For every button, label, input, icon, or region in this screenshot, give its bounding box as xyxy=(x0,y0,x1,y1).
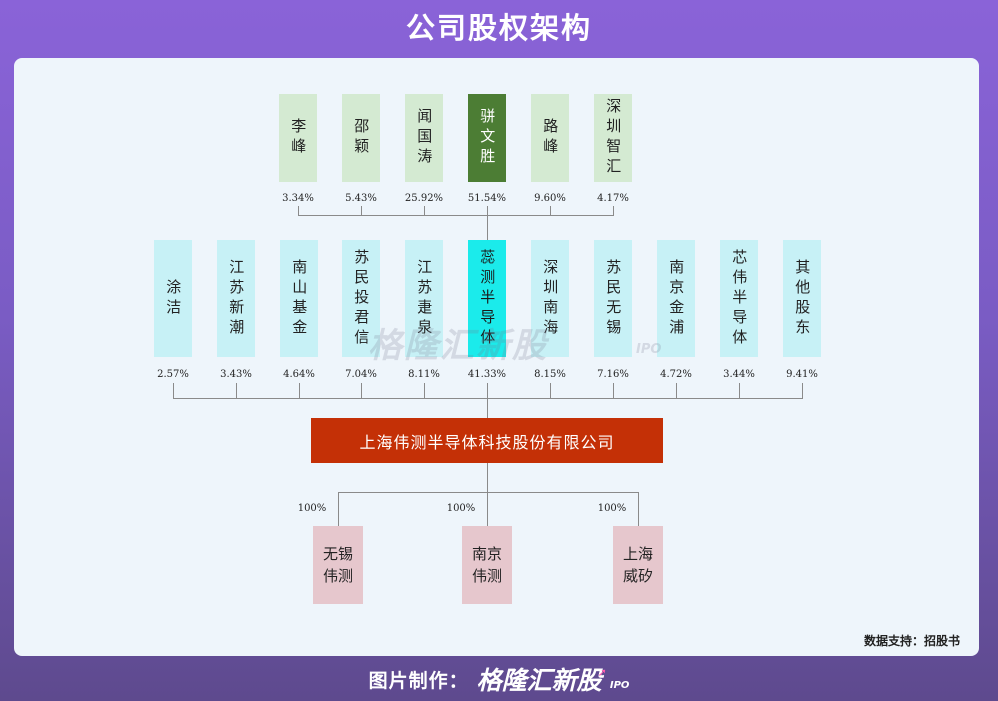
subsidiary-name-line: 伟测 xyxy=(471,567,502,585)
connector-line xyxy=(338,492,639,493)
mid-holding-pct: 41.33% xyxy=(467,369,507,380)
top-shareholder-box: 深圳智汇 xyxy=(594,94,632,182)
subsidiary-holding-pct: 100% xyxy=(597,503,627,514)
subsidiary-box: 南京伟测 xyxy=(462,526,512,604)
mid-shareholder-box: 南山基金 xyxy=(280,240,318,357)
page-title: 公司股权架构 xyxy=(405,11,592,45)
mid-holding-pct: 7.16% xyxy=(597,369,629,380)
footer-brand-logo: 格隆汇新股 xyxy=(476,666,602,695)
connector-line xyxy=(487,463,488,492)
mid-shareholder-box: 苏民无锡 xyxy=(594,240,632,357)
subsidiary-name-line: 威矽 xyxy=(622,567,653,585)
connector-line xyxy=(487,215,488,241)
mid-holding-pct: 2.57% xyxy=(157,369,189,380)
top-holding-pct: 3.34% xyxy=(282,193,314,204)
mid-shareholder-box: 苏民投君信 xyxy=(342,240,380,357)
mid-shareholder-box: 江苏疌泉 xyxy=(405,240,443,357)
connector-line xyxy=(487,206,488,215)
top-holding-pct: 5.43% xyxy=(345,193,377,204)
connector-line xyxy=(298,215,614,216)
top-holding-pct: 4.17% xyxy=(597,193,629,204)
subsidiary-name-line: 无锡 xyxy=(322,545,353,563)
subsidiary-holding-pct: 100% xyxy=(297,503,327,514)
controlling-holder-box: 骈文胜 xyxy=(468,94,506,182)
connector-line xyxy=(487,492,488,526)
connector-line xyxy=(550,383,551,398)
connector-line xyxy=(299,383,300,398)
subsidiary-name-line: 上海 xyxy=(622,545,653,563)
mid-holding-pct: 4.64% xyxy=(283,369,315,380)
largest-holder-box: 蕊测半导体 xyxy=(468,240,506,357)
connector-line xyxy=(173,383,174,398)
mid-holding-pct: 3.43% xyxy=(220,369,252,380)
top-shareholder-box: 路峰 xyxy=(531,94,569,182)
mid-shareholder-box: 芯伟半导体 xyxy=(720,240,758,357)
footer: 图片制作： 格隆汇新股 ➚ IPO xyxy=(0,660,998,698)
top-holding-pct: 51.54% xyxy=(467,193,507,204)
top-holding-pct: 25.92% xyxy=(404,193,444,204)
connector-line xyxy=(487,398,488,418)
connector-line xyxy=(173,398,803,399)
data-source: 数据支持：招股书 xyxy=(863,634,960,648)
mid-holding-pct: 8.11% xyxy=(408,369,440,380)
mid-holding-pct: 9.41% xyxy=(786,369,818,380)
mid-holding-pct: 3.44% xyxy=(723,369,755,380)
mid-shareholder-box: 南京金浦 xyxy=(657,240,695,357)
connector-line xyxy=(676,383,677,398)
subsidiary-name-line: 伟测 xyxy=(322,567,353,585)
mid-shareholder-box: 涂洁 xyxy=(154,240,192,357)
connector-line xyxy=(613,383,614,398)
top-holding-pct: 9.60% xyxy=(534,193,566,204)
subsidiary-box: 上海威矽 xyxy=(613,526,663,604)
footer-label: 图片制作： xyxy=(368,669,469,692)
mid-holding-pct: 7.04% xyxy=(345,369,377,380)
mid-shareholder-box: 江苏新潮 xyxy=(217,240,255,357)
connector-line xyxy=(338,492,339,526)
connector-line xyxy=(424,383,425,398)
top-shareholder-box: 李峰 xyxy=(279,94,317,182)
connector-line xyxy=(424,206,425,215)
top-shareholder-box: 邵颖 xyxy=(342,94,380,182)
connector-line xyxy=(638,492,639,526)
connector-line xyxy=(236,383,237,398)
connector-line xyxy=(361,206,362,215)
connector-line xyxy=(550,206,551,215)
connector-line xyxy=(361,383,362,398)
footer-ipo: IPO xyxy=(609,679,630,691)
mid-shareholder-box: 其他股东 xyxy=(783,240,821,357)
connector-line xyxy=(613,206,614,215)
mid-holding-pct: 4.72% xyxy=(660,369,692,380)
top-shareholder-box: 闻国涛 xyxy=(405,94,443,182)
connector-line xyxy=(739,383,740,398)
connector-line xyxy=(298,206,299,215)
watermark-ipo: IPO xyxy=(636,342,662,357)
subsidiary-name-line: 南京 xyxy=(471,545,502,563)
connector-line xyxy=(487,383,488,398)
mid-shareholder-box: 深圳南海 xyxy=(531,240,569,357)
watermark: 格隆汇新股 xyxy=(368,326,548,366)
mid-holding-pct: 8.15% xyxy=(534,369,566,380)
company-box: 上海伟测半导体科技股份有限公司 xyxy=(311,418,663,463)
connector-line xyxy=(802,383,803,398)
subsidiary-box: 无锡伟测 xyxy=(313,526,363,604)
arrow-up-icon: ➚ xyxy=(597,665,607,679)
subsidiary-holding-pct: 100% xyxy=(446,503,476,514)
